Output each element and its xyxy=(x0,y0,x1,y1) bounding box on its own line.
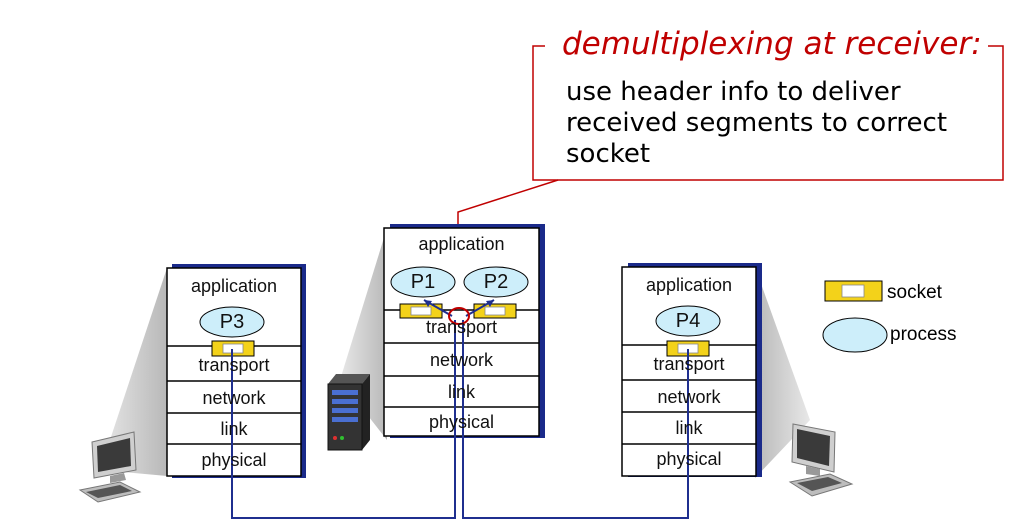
right-physical-label: physical xyxy=(656,449,722,469)
process-p3 xyxy=(199,306,265,338)
socket-p1 xyxy=(399,303,443,319)
right-transport-label: transport xyxy=(653,354,725,374)
left-beam xyxy=(100,268,167,476)
server-icon xyxy=(327,374,370,451)
left-physical-label: physical xyxy=(201,450,267,470)
center-application-label: application xyxy=(418,234,505,254)
center-process-p2-label: P2 xyxy=(483,271,509,293)
legend-process-label: process xyxy=(890,324,957,345)
center-host-stack xyxy=(383,224,545,438)
left-link-label: link xyxy=(220,419,248,439)
center-process-p1-label: P1 xyxy=(410,271,436,293)
right-link-label: link xyxy=(675,418,703,438)
left-network-label: network xyxy=(202,388,266,408)
center-transport-label: transport xyxy=(425,317,498,337)
center-network-label: network xyxy=(429,350,494,370)
left-application-label: application xyxy=(190,276,278,296)
left-process-label: P3 xyxy=(219,311,245,333)
center-physical-label: physical xyxy=(428,412,495,432)
left-host-stack xyxy=(166,264,306,478)
legend-socket-icon xyxy=(824,280,883,302)
legend-process-icon xyxy=(822,317,888,353)
center-link-label: link xyxy=(447,382,475,402)
process-p2 xyxy=(463,266,529,298)
legend-socket-label: socket xyxy=(887,282,942,303)
left-transport-label: transport xyxy=(198,355,270,375)
arrowhead-p2 xyxy=(486,300,494,307)
right-network-label: network xyxy=(657,387,721,407)
right-computer-icon xyxy=(788,423,854,497)
socket-left xyxy=(211,340,255,357)
process-p4 xyxy=(655,305,721,337)
process-p1 xyxy=(390,266,456,298)
socket-p2 xyxy=(473,303,517,319)
right-application-label: application xyxy=(645,275,733,295)
arrowhead-p1 xyxy=(424,300,432,307)
left-computer-icon xyxy=(78,431,142,503)
right-process-label: P4 xyxy=(675,310,701,332)
callout-body: use header info to deliver received segm… xyxy=(566,77,948,169)
demux-highlight-circle xyxy=(448,307,470,325)
callout-title: demultiplexing at receiver: xyxy=(556,26,988,62)
